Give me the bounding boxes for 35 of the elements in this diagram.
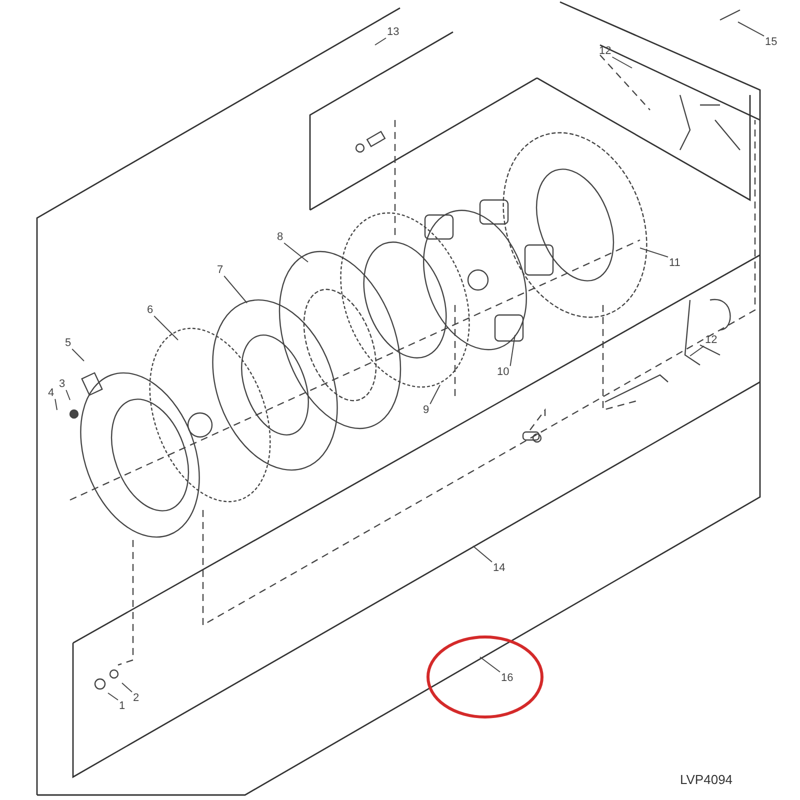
figure-code: LVP4094 — [680, 772, 733, 787]
leader-line — [510, 334, 516, 366]
callout-number: 13 — [386, 26, 400, 38]
callout-number: 3 — [58, 378, 66, 390]
callout-number: 16 — [500, 672, 514, 684]
callout-number: 5 — [64, 337, 72, 349]
leader-line — [122, 682, 132, 692]
leader-line — [54, 398, 58, 410]
leader-line — [690, 346, 704, 356]
callout-number: 12 — [598, 45, 612, 57]
leader-line — [738, 22, 764, 36]
callout-number: 1 — [118, 700, 126, 712]
callout-number: 11 — [668, 257, 682, 269]
leader-line — [374, 38, 386, 46]
callout-number: 6 — [146, 304, 154, 316]
callout-number: 4 — [47, 387, 56, 399]
leader-line — [72, 348, 84, 362]
callout-number: 12 — [704, 334, 718, 346]
leader-line — [108, 692, 118, 700]
callout-number: 9 — [422, 404, 430, 416]
leader-line — [472, 546, 492, 562]
callout-number: 15 — [764, 36, 778, 48]
callout-number: 14 — [492, 562, 506, 574]
callout-number: 10 — [496, 366, 510, 378]
leader-line — [154, 316, 178, 340]
callout-number: 2 — [132, 692, 140, 704]
leader-line — [224, 276, 248, 304]
leader-line — [480, 656, 500, 672]
leader-line — [284, 242, 308, 262]
callout-number: 7 — [216, 264, 224, 276]
leader-line — [430, 384, 440, 404]
leader-line — [612, 56, 632, 68]
leader-line — [640, 248, 668, 258]
leader-line — [66, 390, 70, 400]
callout-number: 8 — [276, 231, 284, 243]
